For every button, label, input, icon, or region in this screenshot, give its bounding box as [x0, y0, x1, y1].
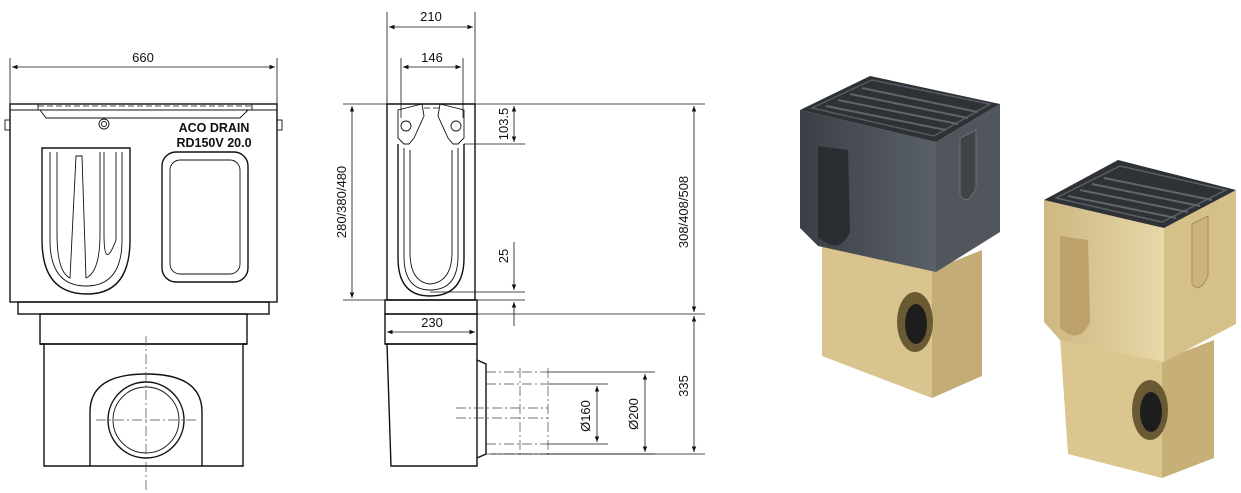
dark-unit-base-front: [822, 244, 932, 398]
side-inner-width-dimension: 146: [400, 50, 464, 118]
beige-body-drain-unit: [1044, 160, 1236, 478]
front-product-label-line2: RD150V 20.0: [176, 136, 251, 150]
side-channel-body: [386, 103, 476, 301]
dark-unit-grate-frame: [809, 79, 993, 137]
dark-unit-side-shield: [959, 129, 977, 201]
beige-unit-side-shield: [1191, 215, 1209, 289]
dark-unit-base-side: [932, 250, 982, 398]
side-outlet-outer-label: Ø200: [626, 398, 641, 430]
beige-unit-base-side: [1162, 340, 1214, 478]
beige-unit-grate-frame: [1053, 165, 1229, 223]
front-upper-body: ACO DRAIN RD150V 20.0: [4, 103, 283, 303]
beige-unit-channel-opening: [1060, 236, 1090, 336]
front-width-label: 660: [132, 50, 154, 65]
dark-unit-outlet-hole: [905, 304, 927, 344]
dark-body-drain-unit: [800, 76, 1000, 398]
beige-unit-outlet-hole: [1140, 392, 1162, 432]
side-base-height-label: 335: [676, 375, 691, 397]
beige-unit-grate-slots: [1067, 177, 1213, 219]
side-height-label: 280/380/480: [334, 166, 349, 238]
front-view: 660 ACO DRAIN RD150V 20.0: [4, 50, 283, 490]
side-base-width-label: 230: [421, 315, 443, 330]
dark-unit-grate-slots: [825, 87, 979, 131]
dark-unit-channel-opening: [818, 146, 850, 246]
side-top-width-dimension: 210: [386, 9, 476, 106]
side-lower-dimension: 25: [430, 242, 525, 326]
side-view: 210 146 280/380/480: [334, 9, 705, 467]
side-outlet-inner-label: Ø160: [578, 400, 593, 432]
side-top-width-label: 210: [420, 9, 442, 24]
front-product-label-line1: ACO DRAIN: [179, 121, 250, 135]
front-width-dimension: 660: [9, 50, 278, 128]
side-lower-dim-label: 25: [496, 249, 511, 263]
side-total-height-dimension: 308/408/508: [475, 106, 705, 315]
beige-unit-base-front: [1060, 338, 1162, 478]
side-upper-dimension: 103.5: [464, 103, 705, 145]
dark-unit-grate: [800, 76, 1000, 142]
side-inner-width-label: 146: [421, 50, 443, 65]
side-base-body: 230: [384, 299, 487, 467]
side-upper-dim-label: 103.5: [496, 108, 511, 141]
side-base-height-dimension: 335: [491, 316, 705, 455]
side-total-height-label: 308/408/508: [676, 176, 691, 248]
side-height-dimension: 280/380/480: [334, 103, 387, 301]
front-lower-body: [17, 301, 270, 490]
